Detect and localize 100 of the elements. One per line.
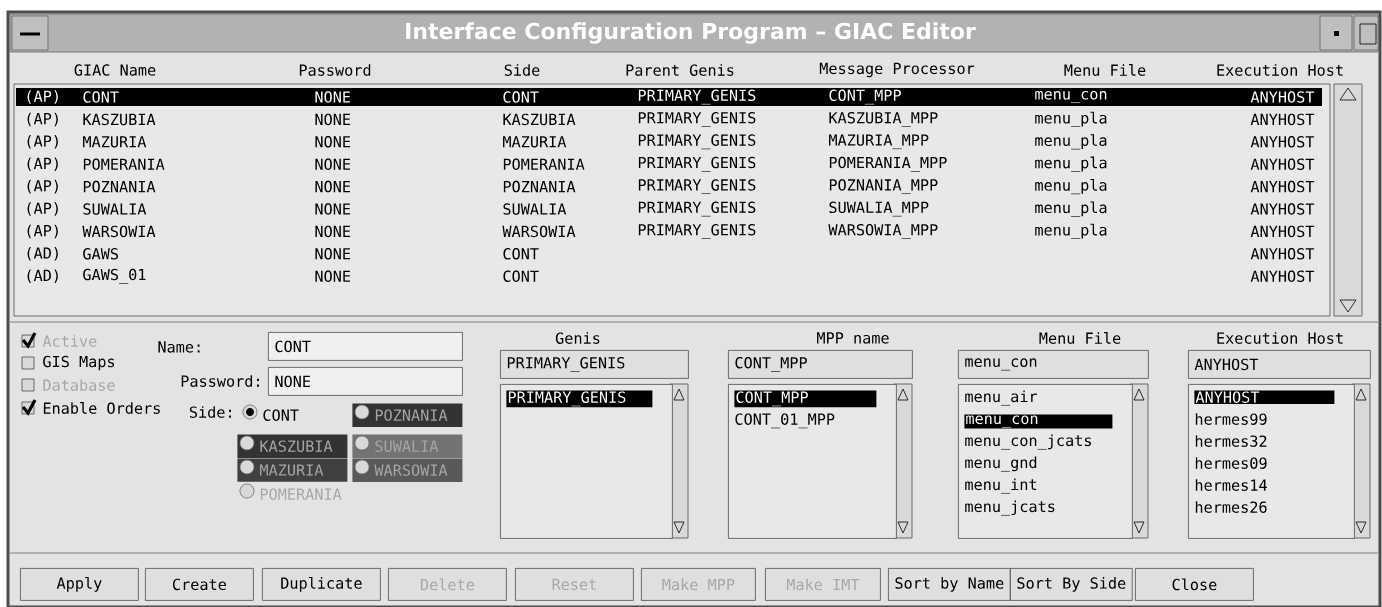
radio-button: KASZUBIA (237, 434, 348, 458)
table-cell: POMERANIA (503, 158, 585, 170)
list-box: PRIMARY_GENIS (500, 384, 673, 539)
list-box: menu_air menu_con menu_con_jcats menu_gnd menu_int menu_jcats (958, 384, 1133, 539)
combo-field: PRIMARY_GENIS (500, 350, 689, 379)
table-cell: NONE (315, 203, 351, 215)
button: Apply (20, 568, 139, 601)
table-cell: ANYHOST (1250, 225, 1315, 238)
field-label: Password: (181, 375, 259, 387)
button: Reset (515, 568, 634, 601)
table-cell: NONE (315, 270, 351, 282)
combo-field: CONT_MPP (728, 350, 913, 379)
table-cell: (AP) (27, 202, 58, 216)
table-cell: (AP) (27, 90, 58, 104)
table-cell: GAWS_01 (83, 268, 146, 284)
table-cell: PRIMARY_GENIS (638, 111, 756, 127)
table-cell: CONT (503, 91, 539, 103)
table-cell: KASZUBIA (503, 113, 576, 126)
table-cell: NONE (315, 91, 351, 103)
table-cell: NONE (315, 248, 351, 260)
table-cell: PRIMARY_GENIS (638, 223, 756, 239)
table-cell: menu_pla (1035, 201, 1107, 217)
checkbox-label: Database (43, 379, 115, 391)
column-header: GIAC Name (74, 64, 156, 76)
table-cell: POMERANIA_MPP (829, 156, 947, 172)
table-cell: menu_pla (1035, 156, 1107, 172)
table-cell: PRIMARY_GENIS (638, 179, 756, 195)
table-cell: (AP) (27, 135, 58, 149)
table-cell: (AP) (27, 224, 58, 239)
table-cell: KASZUBIA (83, 113, 156, 126)
table-cell: NONE (315, 225, 351, 238)
checkbox-label: Enable Orders (43, 402, 160, 414)
table-cell: SUWALIA (83, 203, 147, 215)
column-header: Genis (555, 332, 600, 344)
table-cell: CONT_MPP (829, 89, 901, 105)
table-cell: PRIMARY_GENIS (638, 89, 756, 105)
table-cell: CONT (83, 91, 119, 103)
column-header: Side (504, 64, 540, 76)
table-cell: NONE (315, 136, 351, 148)
table-cell: (AP) (27, 157, 58, 171)
table-cell: menu_pla (1035, 134, 1107, 150)
text-field: CONT (268, 332, 463, 361)
table-cell: MAZURIA (83, 136, 147, 148)
column-header: Menu File (1039, 332, 1121, 344)
button: Sort by Name (888, 568, 1011, 601)
table-cell: menu_pla (1035, 111, 1107, 127)
table-cell: ANYHOST (1250, 158, 1315, 170)
table-cell: GAWS (83, 248, 118, 260)
button: Make MPP (641, 568, 756, 601)
radio-button: WARSOWIA (352, 458, 463, 482)
column-header: Execution Host (1217, 332, 1343, 344)
table-cell: ANYHOST (1250, 203, 1315, 215)
text-field: NONE (268, 367, 463, 396)
field-label: Name: (158, 341, 200, 353)
table-cell: ANYHOST (1250, 248, 1315, 260)
table-cell: CONT (503, 270, 539, 282)
column-header: Password (299, 64, 371, 76)
table-cell: ANYHOST (1250, 136, 1315, 148)
table-cell: (AP) (27, 179, 58, 194)
table-cell: menu_pla (1035, 179, 1107, 195)
table-cell: WARSOWIA_MPP (828, 223, 938, 239)
combo-field: ANYHOST (1188, 350, 1371, 379)
column-header: Execution Host (1217, 64, 1343, 76)
table-cell: PRIMARY_GENIS (638, 156, 756, 172)
table-cell: MAZURIA (503, 136, 567, 148)
radio-button: POMERANIA (239, 483, 342, 500)
table-cell: ANYHOST (1250, 113, 1315, 126)
table-cell: WARSOWIA (502, 225, 576, 238)
button: Create (145, 568, 254, 601)
table-cell: SUWALIA (503, 203, 567, 215)
column-header: Message Processor (819, 62, 975, 78)
table-cell: CONT (503, 248, 539, 260)
list-box: CONT_MPP CONT_01_MPP (728, 384, 897, 539)
column-header: Menu File (1064, 64, 1146, 76)
table-cell: ANYHOST (1250, 91, 1315, 103)
table-cell: POZNANIA_MPP (829, 179, 938, 195)
button: Make IMT (765, 568, 881, 601)
table-cell: menu_pla (1035, 223, 1107, 239)
table-cell: menu_con (1035, 90, 1107, 104)
table-cell: PRIMARY_GENIS (638, 201, 756, 217)
button: Delete (388, 568, 507, 601)
window-title: Interface Configuration Program – GIAC Editor (406, 22, 976, 44)
table-cell: POZNANIA (83, 180, 156, 193)
checkbox-label: Active (42, 335, 97, 347)
table-cell: (AP) (27, 112, 58, 127)
table-cell: NONE (315, 158, 351, 170)
table-cell: ANYHOST (1250, 270, 1315, 282)
field-label: Side: (189, 406, 231, 418)
table-cell: SUWALIA_MPP (829, 201, 929, 217)
checkbox-label: GIS Maps (43, 355, 115, 371)
combo-field: menu_con (958, 350, 1149, 379)
table-cell: WARSOWIA (82, 225, 156, 238)
radio-button: MAZURIA (237, 458, 348, 482)
radio-button: CONT (242, 404, 299, 421)
column-header: Parent Genis (626, 64, 734, 76)
table-cell: POMERANIA (83, 158, 165, 170)
table-cell: NONE (315, 180, 351, 193)
list-box: ANYHOST hermes99 hermes32 hermes09 hermes14 hermes26 (1188, 384, 1355, 539)
table-cell: (AD) (27, 269, 58, 283)
button: Duplicate (262, 568, 381, 601)
